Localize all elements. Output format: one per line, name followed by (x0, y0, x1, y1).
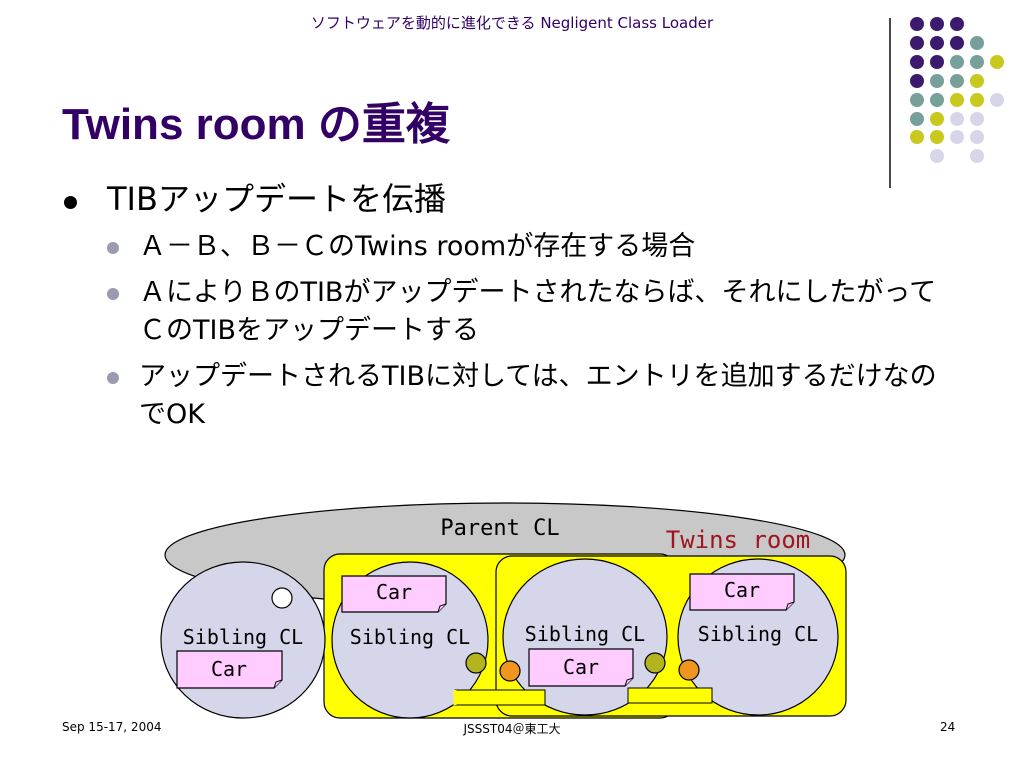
car-label-2: Car (376, 580, 412, 604)
decor-dot (950, 74, 964, 88)
car-label-4: Car (724, 578, 760, 602)
sibling-label-1: Sibling CL (183, 625, 303, 649)
sibling-label-2: Sibling CL (350, 625, 470, 649)
decor-dot (930, 74, 944, 88)
decor-dot (950, 36, 964, 50)
white-dot (271, 587, 293, 609)
decor-dot (950, 55, 964, 69)
twins-room-label: Twins room (666, 526, 811, 554)
decor-dot (930, 93, 944, 107)
connector-bar-1 (454, 689, 546, 706)
decor-dot (930, 149, 944, 163)
connector-bar-2 (627, 687, 713, 704)
decor-dot (970, 149, 984, 163)
decor-dot (950, 130, 964, 144)
decor-dot (970, 55, 984, 69)
sibling-label-4: Sibling CL (698, 622, 818, 646)
decor-dot (910, 36, 924, 50)
car-box-2: Car (341, 575, 447, 613)
car-label-1: Car (211, 657, 247, 681)
footer-page-number: 24 (940, 720, 956, 734)
decor-dot (910, 55, 924, 69)
decor-dot (970, 112, 984, 126)
sibling-label-3: Sibling CL (525, 622, 645, 646)
decor-dot (990, 55, 1004, 69)
decor-dot (950, 17, 964, 31)
decor-dot (970, 130, 984, 144)
bullet-sub-3: アップデートされるTIBに対しては、エントリを追加するだけなのでOK (62, 358, 962, 434)
bullet-list: TIBアップデートを伝播 Ａ－Ｂ、Ｂ－ＣのTwins roomが存在する場合 Ａ… (62, 176, 962, 442)
car-box-1: Car (176, 650, 283, 689)
decor-dot (910, 93, 924, 107)
header-title: ソフトウェアを動的に進化できる Negligent Class Loader (310, 14, 714, 32)
decor-dot (970, 74, 984, 88)
decor-dot (970, 36, 984, 50)
parent-cl-label: Parent CL (440, 516, 559, 541)
bullet-sub-2: ＡによりＢのTIBがアップデートされたならば、それにしたがってＣのTIBをアップ… (62, 274, 962, 350)
decor-dot (910, 17, 924, 31)
bullet-main: TIBアップデートを伝播 (62, 176, 962, 222)
decor-dot (910, 130, 924, 144)
decor-dot (910, 112, 924, 126)
divider-line (889, 18, 891, 188)
car-label-3: Car (563, 655, 599, 679)
decor-dot (970, 93, 984, 107)
decor-dot (950, 93, 964, 107)
green-dot-1 (465, 652, 487, 674)
decor-dot (990, 93, 1004, 107)
orange-dot-2 (678, 659, 700, 681)
decor-dot (950, 112, 964, 126)
car-box-4: Car (689, 573, 795, 611)
decor-dot (930, 17, 944, 31)
decor-dot (930, 112, 944, 126)
green-dot-2 (644, 652, 666, 674)
bullet-sub-1: Ａ－Ｂ、Ｂ－ＣのTwins roomが存在する場合 (62, 228, 962, 266)
slide-title: Twins room の重複 (62, 100, 450, 149)
footer-date: Sep 15-17, 2004 (62, 720, 162, 734)
decor-dot (910, 74, 924, 88)
decor-dot (930, 55, 944, 69)
footer-center: JSSST04＠東工大 (463, 722, 561, 736)
decor-dot (930, 130, 944, 144)
orange-dot-1 (499, 660, 521, 682)
decor-dot (930, 36, 944, 50)
car-box-3: Car (528, 648, 634, 687)
